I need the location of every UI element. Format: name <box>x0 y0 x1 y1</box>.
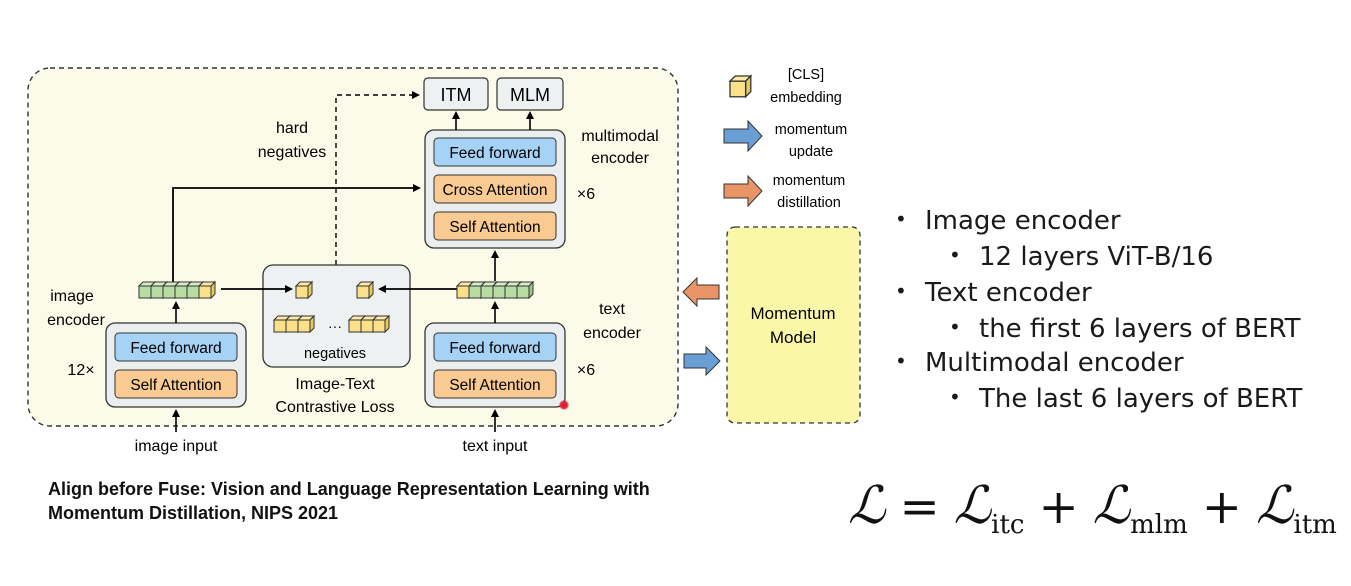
negatives-label: negatives <box>304 346 366 362</box>
paper-citation: Align before Fuse: Vision and Language R… <box>48 479 650 523</box>
svg-text:encoder: encoder <box>47 312 105 329</box>
itm-head: ITM <box>423 77 489 111</box>
svg-text:distillation: distillation <box>777 195 841 211</box>
mlm-head: MLM <box>496 77 564 111</box>
image-token-embeddings <box>138 281 216 299</box>
momentum-distillation-arrow <box>682 276 720 308</box>
legend: [CLS] embedding momentum update momentum… <box>723 67 848 211</box>
loss-formula: ℒ=ℒitc+ℒmlm+ℒitm <box>848 478 1337 540</box>
bullet-first-6-bert: •the first 6 layers of BERT <box>949 314 1301 344</box>
bullet-image-encoder: •Image encoder <box>895 206 1121 236</box>
momentum-update-arrow-icon <box>723 119 763 153</box>
image-self-attention: Self Attention <box>130 377 221 394</box>
bullet-multimodal-encoder: •Multimodal encoder <box>895 348 1184 378</box>
bullet-text-encoder: •Text encoder <box>895 278 1092 308</box>
svg-text:[CLS]: [CLS] <box>788 67 824 83</box>
svg-text:negatives: negatives <box>258 144 327 161</box>
bullet-last-6-bert: •The last 6 layers of BERT <box>949 384 1303 414</box>
image-input-label: image input <box>135 438 218 455</box>
itc-label: Image-Text <box>295 376 375 393</box>
svg-text:MLM: MLM <box>510 85 550 105</box>
text-encoder-module: Feed forward Self Attention <box>424 322 566 408</box>
bullet-vit: •12 layers ViT-B/16 <box>949 242 1214 272</box>
text-input-label: text input <box>463 438 528 455</box>
multimodal-self-attention: Self Attention <box>449 219 540 236</box>
svg-text:Momentum: Momentum <box>750 304 835 323</box>
svg-text:update: update <box>789 144 833 160</box>
cls-embedding-cube-icon <box>729 75 752 98</box>
image-feed-forward: Feed forward <box>130 340 221 357</box>
cross-attention: Cross Attention <box>442 182 547 199</box>
svg-text:encoder: encoder <box>583 325 641 342</box>
text-times6: ×6 <box>577 362 595 379</box>
image-times12: 12× <box>67 362 94 379</box>
multimodal-encoder-module: Feed forward Cross Attention Self Attent… <box>424 129 566 249</box>
svg-text:ITM: ITM <box>441 85 472 105</box>
image-encoder-module: Feed forward Self Attention <box>105 322 247 408</box>
text-feed-forward: Feed forward <box>449 340 540 357</box>
text-encoder-label: text <box>599 301 625 318</box>
momentum-update-arrow <box>683 345 721 377</box>
svg-text:···: ··· <box>328 318 342 334</box>
momentum-distillation-arrow-icon <box>723 174 763 208</box>
contrastive-module: ··· negatives <box>262 264 411 368</box>
text-token-embeddings <box>456 281 534 299</box>
laser-pointer-dot <box>559 400 569 410</box>
image-encoder-label: image <box>50 288 94 305</box>
momentum-model-box: Momentum Model <box>726 226 861 424</box>
multimodal-encoder-label: multimodal <box>581 128 658 145</box>
multimodal-times6: ×6 <box>577 186 595 203</box>
svg-text:momentum: momentum <box>773 173 846 189</box>
hard-negatives-label: hard <box>276 120 308 137</box>
multimodal-feed-forward: Feed forward <box>449 145 540 162</box>
text-self-attention: Self Attention <box>449 377 540 394</box>
svg-text:Model: Model <box>770 328 816 347</box>
svg-text:momentum: momentum <box>775 122 848 138</box>
svg-text:Contrastive Loss: Contrastive Loss <box>275 399 394 416</box>
svg-text:embedding: embedding <box>770 90 842 106</box>
svg-text:encoder: encoder <box>591 150 649 167</box>
